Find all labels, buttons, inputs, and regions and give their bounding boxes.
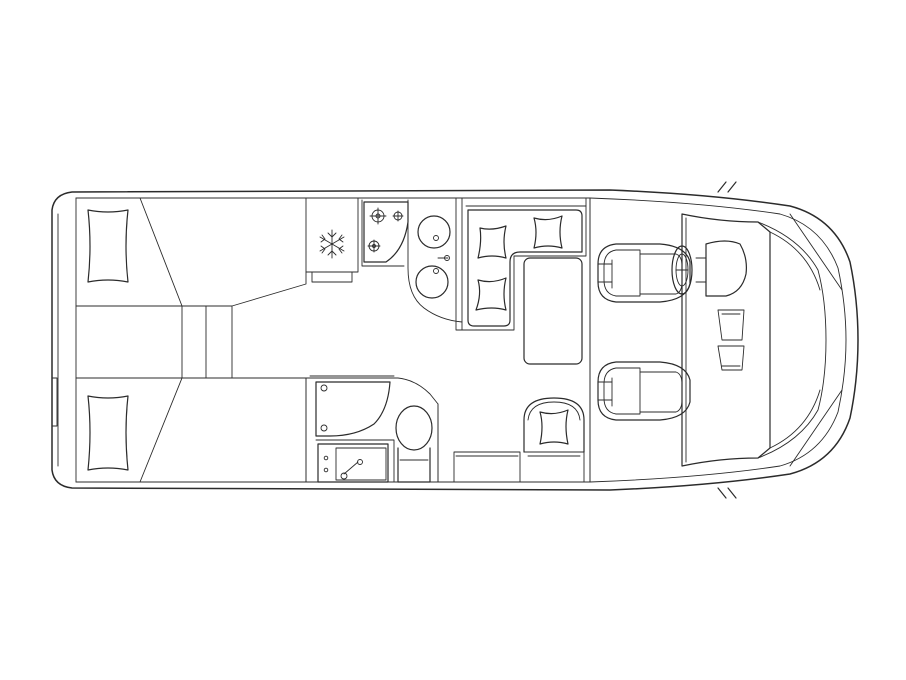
passenger-seat: [597, 361, 691, 421]
shower-tray: [315, 381, 395, 483]
sink: [415, 215, 451, 299]
bed-gap-step: [181, 305, 233, 379]
cushion-icon: [475, 277, 507, 311]
kitchen-counter: [357, 197, 463, 331]
cushion-icon: [539, 409, 569, 445]
snowflake-icon: [319, 229, 345, 259]
gas-burner-icon: [367, 239, 381, 253]
rear-bed-right: [75, 377, 307, 483]
side-bench: [523, 397, 585, 483]
dinette: [461, 197, 587, 365]
side-cabinets: [437, 403, 521, 483]
stove: [363, 201, 409, 263]
cushion-icon: [533, 215, 563, 249]
cab-area: [589, 197, 843, 483]
washbasin: [317, 443, 389, 483]
gas-burner-icon: [392, 210, 404, 222]
steering-wheel-icon: [671, 245, 693, 295]
refrigerator: [305, 197, 359, 283]
gas-burner-icon: [369, 207, 387, 225]
bathroom: [305, 375, 439, 483]
pillow-icon: [87, 395, 129, 471]
dashboard-pedals: [695, 240, 747, 371]
pillow-icon: [87, 209, 129, 283]
toilet-icon: [395, 405, 433, 483]
side-mirrors: [717, 181, 737, 499]
cushion-icon: [477, 225, 507, 259]
dinette-table: [523, 257, 583, 365]
rear-bed-left: [75, 197, 307, 307]
